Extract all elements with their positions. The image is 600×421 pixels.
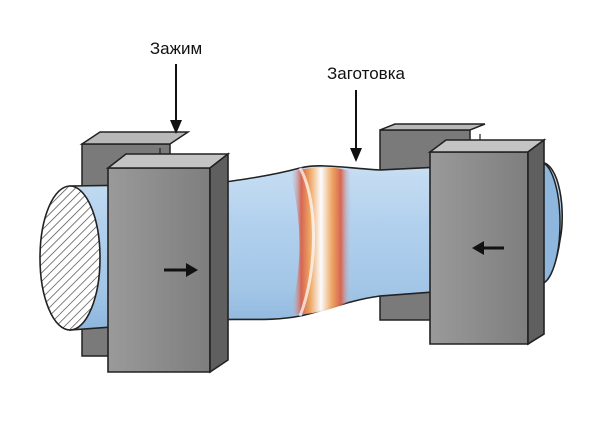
- clamp-label: Зажим: [150, 39, 202, 58]
- weld-zone: [290, 167, 352, 315]
- right-clamp: [427, 134, 547, 346]
- left-clamp: [105, 148, 231, 374]
- workpiece-label: Заготовка: [327, 64, 406, 83]
- workpiece-callout: Заготовка: [327, 64, 406, 162]
- hatched-cross-section-icon: [39, 185, 101, 331]
- arrow-right-icon: [164, 263, 198, 277]
- arrow-left-icon: [472, 241, 504, 255]
- clamp-callout: Зажим: [150, 39, 202, 134]
